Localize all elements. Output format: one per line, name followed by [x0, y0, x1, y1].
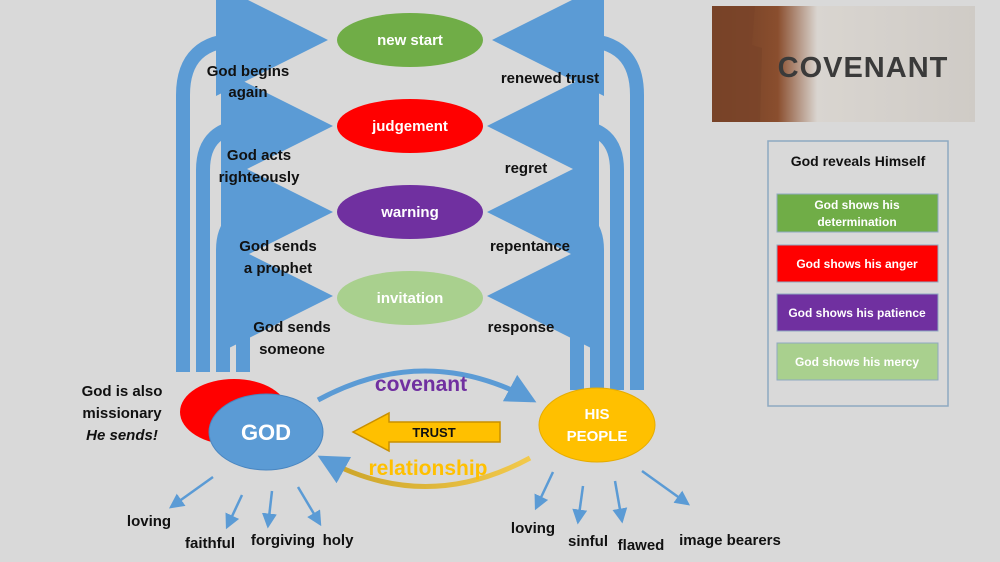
legend-item-1-line1: God shows his anger	[796, 257, 918, 271]
people-trait-0: loving	[511, 520, 555, 537]
arrow-god-begins-again	[176, 0, 328, 372]
covenant-word: covenant	[375, 373, 467, 396]
relationship-word: relationship	[368, 457, 487, 480]
people-label-2: PEOPLE	[567, 428, 628, 445]
oval-warning-label: warning	[380, 204, 439, 221]
label-regret: regret	[505, 160, 548, 177]
god-trait-2: forgiving	[251, 532, 315, 549]
label-response: response	[488, 319, 555, 336]
legend-title: God reveals Himself	[791, 153, 926, 169]
label-god-acts-1: God acts	[227, 147, 291, 164]
people-trait-2: flawed	[618, 537, 665, 554]
label-missionary-3: He sends!	[86, 427, 158, 444]
label-god-sends-someone-1: God sends	[253, 319, 331, 336]
label-renewed-trust: renewed trust	[501, 70, 599, 87]
covenant-image-title: COVENANT	[778, 52, 949, 84]
oval-warning: warning	[337, 185, 483, 239]
god-trait-1: faithful	[185, 535, 235, 552]
right-arrows	[487, 0, 644, 390]
god-trait-3: holy	[323, 532, 354, 549]
label-god-sends-someone-2: someone	[259, 341, 325, 358]
arrow-god-acts-righteously	[196, 70, 333, 372]
oval-judgement-label: judgement	[371, 118, 448, 135]
people-label-1: HIS	[584, 406, 609, 423]
label-repentance: repentance	[490, 238, 570, 255]
god-trait-arrows	[168, 475, 322, 530]
oval-invitation-label: invitation	[377, 290, 444, 307]
trust-arrow: TRUST	[351, 411, 501, 453]
oval-new-start-label: new start	[377, 32, 443, 49]
relationship-arc-arrow	[317, 455, 532, 489]
legend-item-patience: God shows his patience	[776, 293, 939, 332]
covenant-image: COVENANT	[712, 6, 975, 122]
label-god-begins-2: again	[228, 84, 267, 101]
label-missionary-1: God is also	[82, 383, 163, 400]
label-god-acts-2: righteously	[219, 169, 301, 186]
people-oval: HIS PEOPLE	[538, 387, 656, 463]
legend-item-2-line1: God shows his patience	[788, 306, 926, 320]
people-trait-1: sinful	[568, 533, 608, 550]
oval-judgement: judgement	[337, 99, 483, 153]
legend-item-0-line1: God shows his	[814, 198, 900, 212]
label-god-begins-1: God begins	[207, 63, 290, 80]
legend-item-3-line1: God shows his mercy	[795, 355, 919, 369]
legend-item-determination: God shows his determination	[776, 193, 939, 233]
arrow-renewed-trust	[492, 0, 644, 390]
left-arrows	[176, 0, 333, 372]
label-god-sends-prophet-2: a prophet	[244, 260, 312, 277]
label-god-sends-prophet-1: God sends	[239, 238, 317, 255]
legend-item-mercy: God shows his mercy	[776, 342, 939, 381]
arrow-god-sends-someone	[221, 240, 333, 372]
label-missionary-2: missionary	[82, 405, 162, 422]
legend-item-0-line2: determination	[817, 215, 896, 229]
god-trait-0: loving	[127, 513, 171, 530]
legend-item-anger: God shows his anger	[776, 244, 939, 283]
trust-label: TRUST	[412, 425, 455, 440]
people-trait-3: image bearers	[679, 532, 781, 549]
legend-box: God reveals Himself God shows his determ…	[767, 140, 949, 407]
oval-new-start: new start	[337, 13, 483, 67]
god-label: GOD	[241, 420, 291, 445]
covenant-arc-arrow	[316, 368, 537, 403]
arrow-response	[487, 240, 599, 390]
people-trait-arrows	[534, 469, 691, 525]
arrow-regret	[487, 70, 624, 390]
god-oval: GOD	[208, 393, 324, 471]
oval-invitation: invitation	[337, 271, 483, 325]
